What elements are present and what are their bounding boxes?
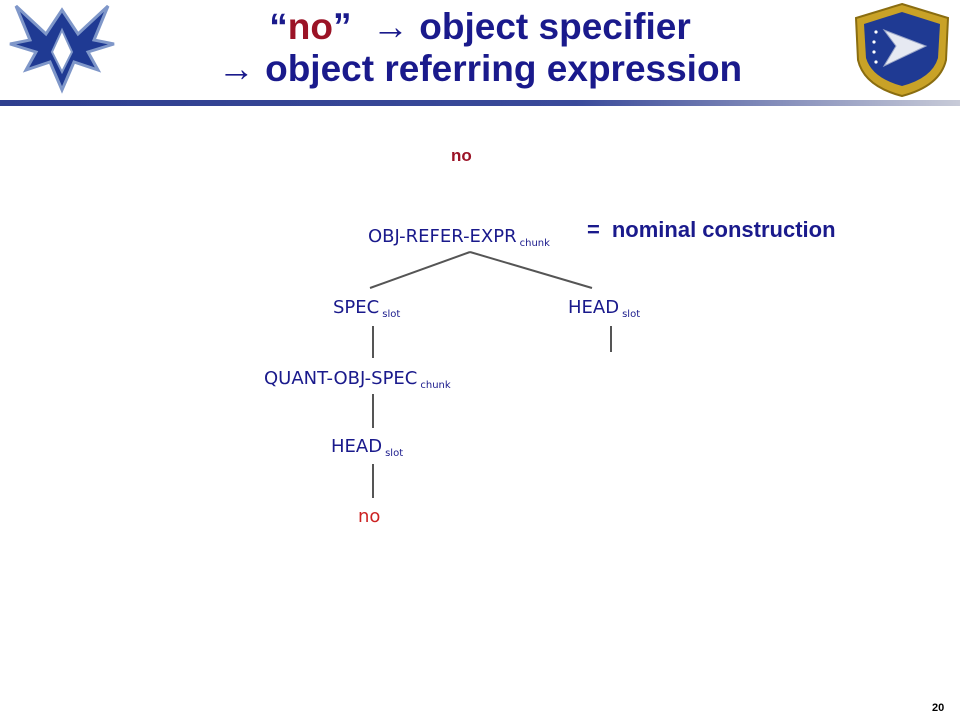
afrl-shield-logo <box>854 2 950 98</box>
edge-root-spec <box>369 251 471 289</box>
node-label: OBJ-REFER-EXPR <box>368 226 517 247</box>
title-underline-bar <box>0 100 960 106</box>
node-subscript: chunk <box>520 238 551 249</box>
node-label: HEAD <box>568 297 619 318</box>
title-line-1: “no” → object specifier <box>150 6 810 48</box>
tree-leaf-no: no <box>358 506 380 527</box>
edge-root-head <box>469 251 593 289</box>
input-word-label: no <box>451 146 472 165</box>
title-text-object-specifier: object specifier <box>419 6 691 47</box>
construction-note: = nominal construction <box>587 217 836 243</box>
node-label: HEAD <box>331 436 382 457</box>
node-subscript: chunk <box>420 380 451 391</box>
node-subscript: slot <box>622 309 640 320</box>
node-subscript: slot <box>382 309 400 320</box>
title-line-2: → object referring expression <box>150 48 810 90</box>
title-keyword-no: no <box>287 6 333 47</box>
title-text-object-referring-expression: object referring expression <box>265 48 743 89</box>
title-arrow-icon: → <box>217 48 255 89</box>
title-quote-close: ” <box>332 6 352 47</box>
title-quote-open: “ <box>269 6 288 47</box>
air-force-logo <box>9 4 115 94</box>
title-arrow-icon: → <box>372 6 410 47</box>
slide-title: “no” → object specifier → object referri… <box>150 6 810 90</box>
node-subscript: slot <box>385 448 403 459</box>
construction-note-text: nominal construction <box>611 217 836 242</box>
node-label: SPEC <box>333 297 379 318</box>
page-number: 20 <box>932 702 945 714</box>
node-label: QUANT-OBJ-SPEC <box>264 368 417 389</box>
equals-sign: = <box>587 217 600 242</box>
